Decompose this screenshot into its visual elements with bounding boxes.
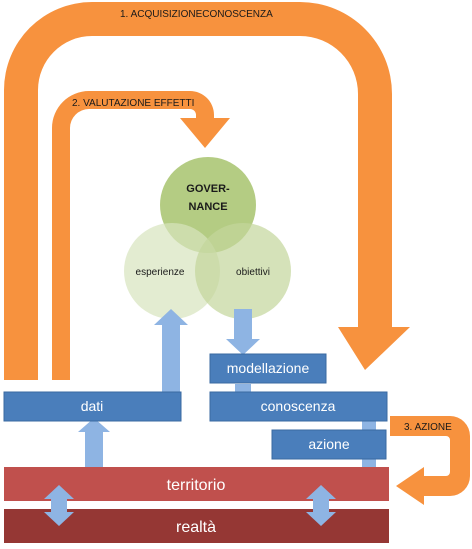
loop-1-label: 1. ACQUISIZIONECONOSCENZA [120,9,273,20]
venn-circle-obiettivi [195,223,291,319]
bar-realta-label: realtà [176,519,216,536]
loop-3-label: 3. AZIONE [404,422,452,433]
venn-governance-line-2: NANCE [188,201,227,213]
box-modellazione-label: modellazione [227,360,310,376]
arrow-territorio-to-dati [78,418,110,475]
box-azione-label: azione [308,436,349,452]
box-conoscenza [209,391,388,422]
venn-circle-esperienze [124,223,220,319]
loop-3-arrow [390,416,470,505]
venn-diagram: GOVER- NANCE esperienze obiettivi [124,157,291,319]
loop-2-label: 2. VALUTAZIONE EFFETTI [72,98,194,109]
arrow-obiettivi-to-modellazione [226,309,260,355]
box-azione [271,429,387,460]
arrow-dati-to-esperienze [154,309,188,393]
double-arrow-left [44,485,74,526]
box-dati-label: dati [81,398,104,414]
box-modellazione [209,353,327,384]
bar-territorio-label: territorio [167,477,226,494]
loop-1-arrow [4,2,410,380]
venn-governance-line-1: GOVER- [186,183,230,195]
loop-2-arrow [52,91,230,380]
box-dati [3,391,182,422]
box-conoscenza-label: conoscenza [261,398,336,414]
venn-esperienze-label: esperienze [136,267,185,278]
double-arrow-right [306,485,336,526]
venn-obiettivi-label: obiettivi [236,267,270,278]
